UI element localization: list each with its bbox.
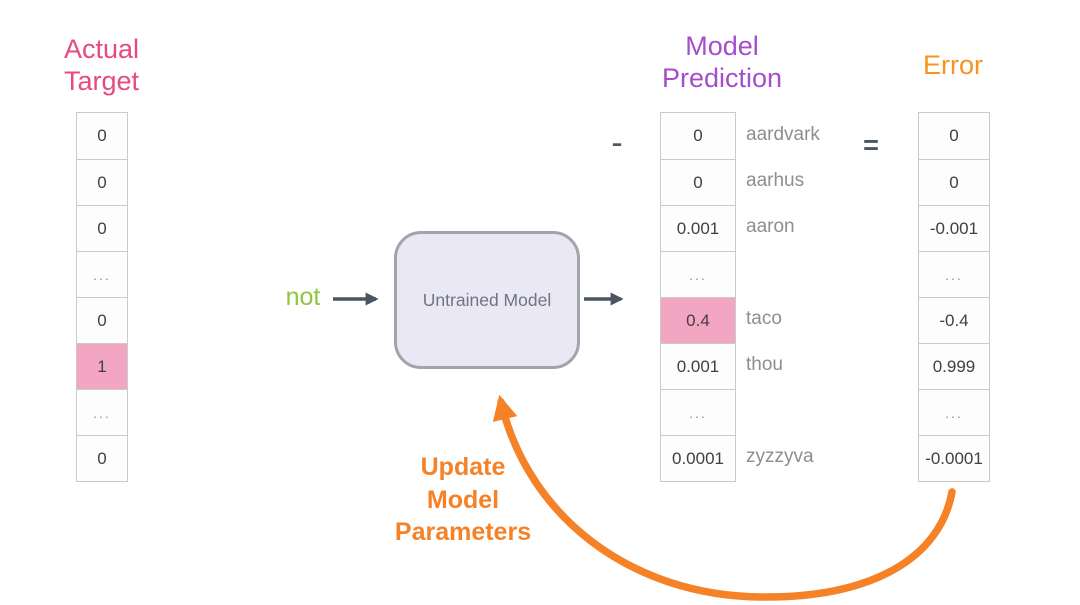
- vocab-word: [746, 250, 820, 296]
- update-model-parameters-label: Update Model Parameters: [394, 453, 532, 546]
- vocabulary-labels-column: aardvark aarhus aaron taco thou zyzzyva: [746, 112, 820, 480]
- error-column: 0 0 -0.001 ... -0.4 0.999 ... -0.0001: [918, 112, 990, 482]
- prediction-cell: 0.001: [661, 205, 735, 251]
- model-prediction-column: 0 0 0.001 ... 0.4 0.001 ... 0.0001: [660, 112, 736, 482]
- error-cell: 0: [919, 113, 989, 159]
- target-cell: ...: [77, 251, 127, 297]
- target-cell: 0: [77, 159, 127, 205]
- error-cell: -0.0001: [919, 435, 989, 481]
- prediction-cell-highlighted: 0.4: [661, 297, 735, 343]
- actual-target-header: Actual Target: [64, 34, 140, 97]
- model-prediction-header: Model Prediction: [661, 31, 783, 94]
- error-cell: ...: [919, 251, 989, 297]
- prediction-cell: 0.001: [661, 343, 735, 389]
- untrained-model-label: Untrained Model: [422, 289, 552, 310]
- error-header: Error: [923, 50, 983, 80]
- vocab-word: taco: [746, 308, 782, 329]
- target-cell: 0: [77, 435, 127, 481]
- minus-operator: -: [611, 124, 623, 162]
- prediction-cell: ...: [661, 389, 735, 435]
- prediction-cell: 0: [661, 113, 735, 159]
- error-cell: 0: [919, 159, 989, 205]
- target-cell: 0: [77, 297, 127, 343]
- vocab-word: aardvark: [746, 124, 820, 145]
- equals-operator: =: [863, 130, 879, 160]
- update-feedback-arrow: [492, 394, 956, 601]
- prediction-cell: 0: [661, 159, 735, 205]
- input-word: not: [285, 283, 321, 311]
- vocab-word: aarhus: [746, 170, 805, 191]
- untrained-model-box: Untrained Model: [394, 231, 580, 369]
- error-cell: -0.4: [919, 297, 989, 343]
- error-cell: -0.001: [919, 205, 989, 251]
- vocab-word: [746, 388, 820, 434]
- prediction-cell: 0.0001: [661, 435, 735, 481]
- vocab-word: zyzzyva: [746, 446, 814, 467]
- actual-target-column: 0 0 0 ... 0 1 ... 0: [76, 112, 128, 482]
- vocab-word: aaron: [746, 216, 795, 237]
- target-cell-highlighted: 1: [77, 343, 127, 389]
- prediction-cell: ...: [661, 251, 735, 297]
- error-cell: ...: [919, 389, 989, 435]
- vocab-word: thou: [746, 354, 783, 375]
- target-cell: ...: [77, 389, 127, 435]
- error-cell: 0.999: [919, 343, 989, 389]
- target-cell: 0: [77, 113, 127, 159]
- target-cell: 0: [77, 205, 127, 251]
